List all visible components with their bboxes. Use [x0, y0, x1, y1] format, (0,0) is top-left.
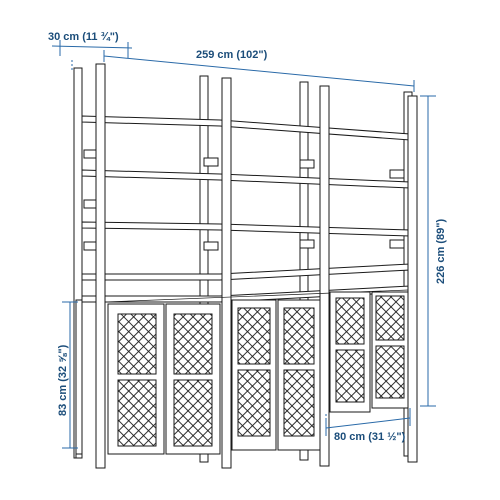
door-section-3 [329, 291, 409, 413]
cabinet-doors [107, 291, 409, 455]
height-label: 226 cm (89") [435, 219, 447, 284]
door-section-2 [231, 299, 321, 451]
dimension-cabinet-height: 83 cm (32 ⅝") [57, 301, 78, 449]
dimension-height: 226 cm (89") [420, 95, 447, 407]
dimension-depth: 30 cm (11 ¾") [48, 31, 133, 70]
shelf-brackets [83, 149, 405, 251]
dimension-section-width: 80 cm (31 ½") [325, 408, 411, 443]
section-width-label: 80 cm (31 ½") [334, 431, 406, 443]
width-label: 259 cm (102") [196, 49, 268, 61]
feet [75, 453, 83, 459]
door-section-1 [107, 303, 221, 455]
dimension-width: 259 cm (102") [103, 49, 415, 92]
cabinet-height-label: 83 cm (32 ⅝") [57, 344, 69, 416]
shelves [81, 115, 411, 303]
depth-label: 30 cm (11 ¾") [48, 31, 119, 43]
